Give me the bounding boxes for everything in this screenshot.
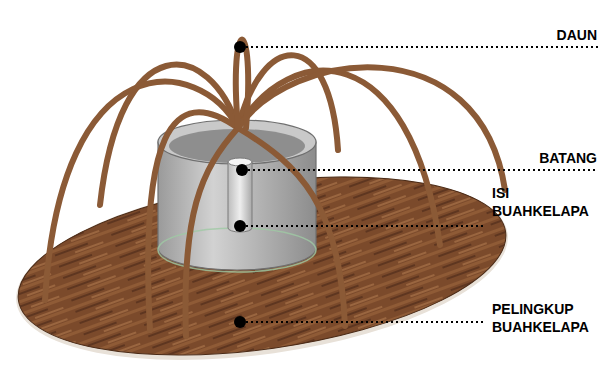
leader-dots bbox=[234, 41, 248, 328]
part-label: DAUN bbox=[557, 26, 597, 44]
rods-front bbox=[45, 40, 505, 337]
part-label: ISI BUAHKELAPA bbox=[492, 184, 596, 220]
part-label: PELINGKUP BUAHKELAPA bbox=[492, 300, 596, 336]
part-label: BATANG bbox=[539, 149, 597, 167]
cup bbox=[158, 120, 316, 272]
leader-lines bbox=[246, 47, 598, 322]
